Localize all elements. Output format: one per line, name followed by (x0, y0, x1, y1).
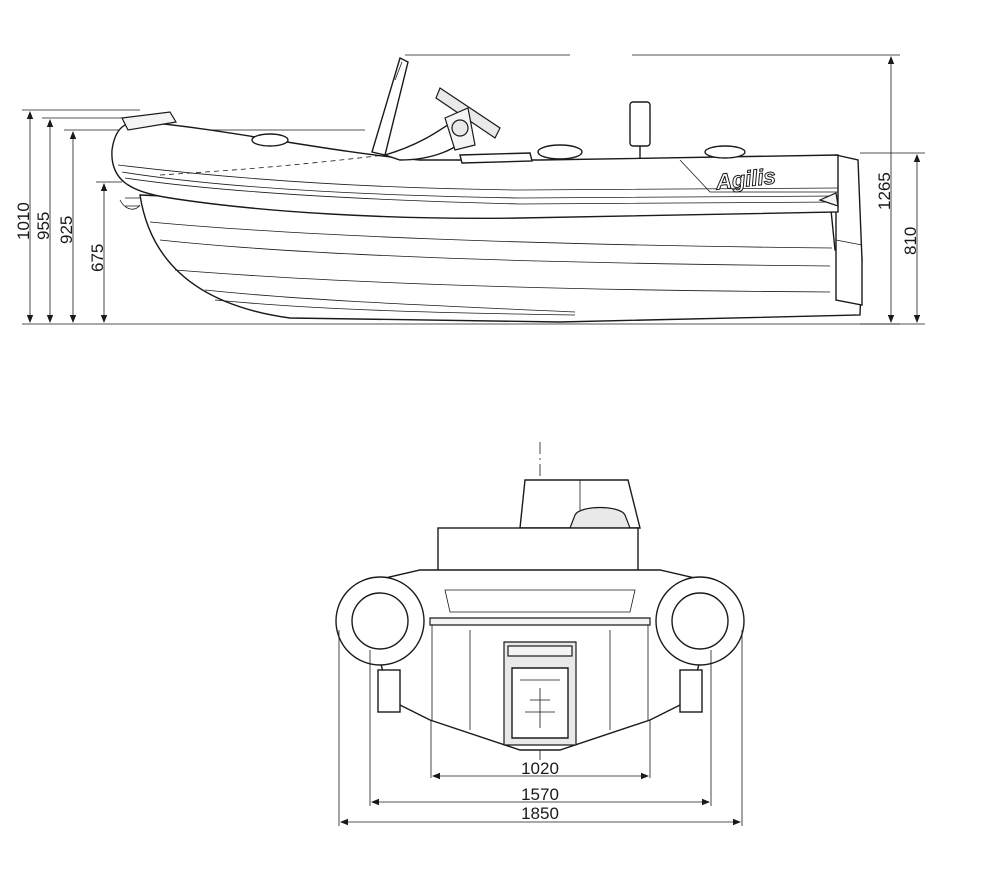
dim-height-955: 955 (34, 212, 53, 240)
rear-view: 1020 1570 1850 (335, 442, 745, 826)
width-dimension-lines (340, 772, 741, 826)
dim-width-1850: 1850 (521, 804, 559, 823)
dim-height-1265: 1265 (875, 172, 894, 210)
left-dimension-lines (26, 111, 108, 323)
side-view: 1010 955 925 675 1265 810 (14, 54, 925, 325)
dim-width-1570: 1570 (521, 785, 559, 804)
width-extension-lines (338, 630, 743, 826)
dim-height-925: 925 (57, 216, 76, 244)
left-extension-lines (22, 54, 925, 325)
dim-height-810: 810 (901, 227, 920, 255)
dim-height-1010: 1010 (14, 202, 33, 240)
boat-hull-side: Agilis (111, 57, 863, 323)
dim-height-675: 675 (88, 244, 107, 272)
right-dimension-lines (887, 56, 921, 323)
dim-width-1020: 1020 (521, 759, 559, 778)
